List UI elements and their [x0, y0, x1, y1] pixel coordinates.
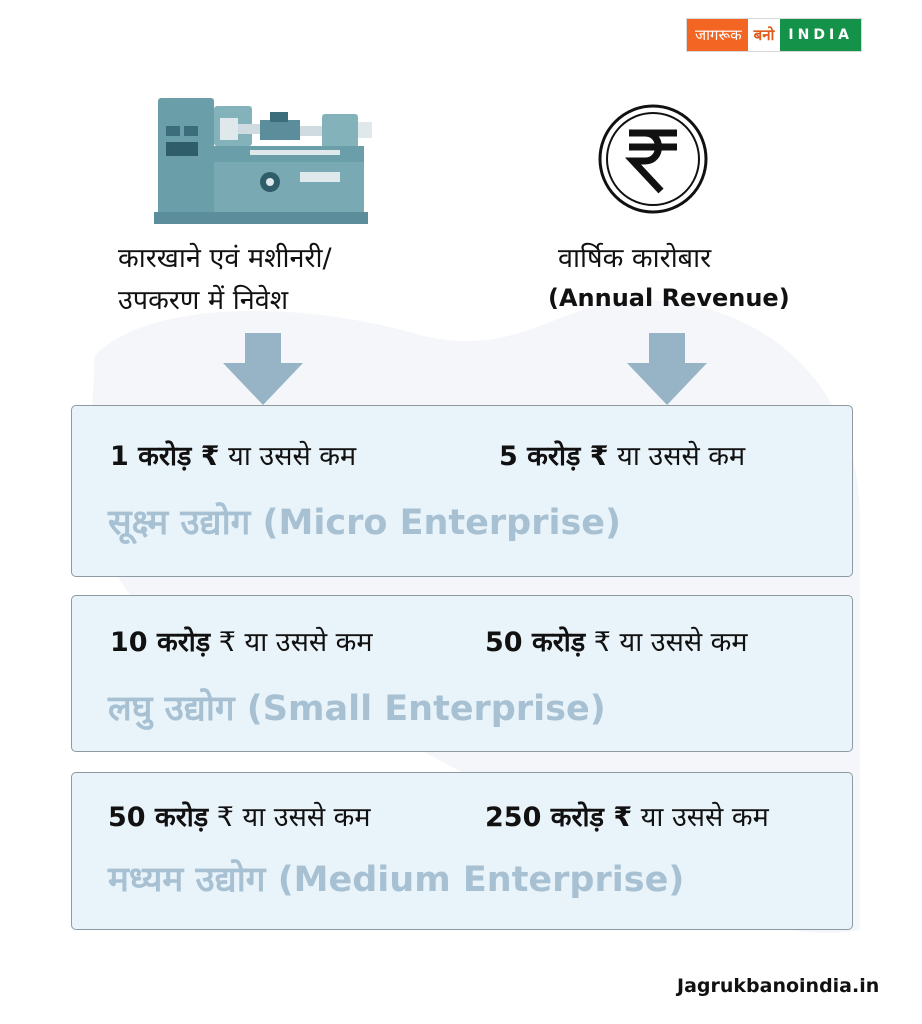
revenue-limit: 250 करोड़ ₹ या उससे कम [485, 802, 769, 833]
rupee-coin-icon [598, 104, 708, 214]
investment-limit: 1 करोड़ ₹ या उससे कम [110, 441, 357, 472]
revenue-header: वार्षिक कारोबार [558, 243, 712, 274]
lathe-machine-icon [154, 98, 372, 224]
revenue-limit: 50 करोड़ ₹ या उससे कम [485, 627, 748, 658]
tier-card-micro: 1 करोड़ ₹ या उससे कम 5 करोड़ ₹ या उससे क… [71, 405, 853, 577]
investment-header-line2: उपकरण में निवेश [118, 285, 289, 316]
investment-limit: 50 करोड़ ₹ या उससे कम [108, 802, 371, 833]
down-arrow-icon [223, 333, 303, 405]
investment-header: कारखाने एवं मशीनरी/ उपकरण में निवेश [118, 238, 438, 322]
logo-part-3: INDIA [780, 19, 862, 51]
footer-site: Jagrukbanoindia.in [677, 975, 880, 997]
logo-part-2: बनो [747, 19, 781, 51]
tier-name: सूक्ष्म उद्योग (Micro Enterprise) [108, 503, 622, 543]
logo-part-1: जागरूक [687, 19, 748, 51]
tier-name: लघु उद्योग (Small Enterprise) [108, 689, 606, 729]
brand-logo: जागरूक बनो INDIA [686, 18, 863, 52]
tier-card-small: 10 करोड़ ₹ या उससे कम 50 करोड़ ₹ या उससे… [71, 595, 853, 752]
investment-limit: 10 करोड़ ₹ या उससे कम [110, 627, 373, 658]
tier-card-medium: 50 करोड़ ₹ या उससे कम 250 करोड़ ₹ या उसस… [71, 772, 853, 930]
tier-name: मध्यम उद्योग (Medium Enterprise) [108, 860, 685, 900]
revenue-limit: 5 करोड़ ₹ या उससे कम [499, 441, 746, 472]
investment-header-line1: कारखाने एवं मशीनरी/ [118, 243, 332, 274]
down-arrow-icon [627, 333, 707, 405]
revenue-header-english: (Annual Revenue) [548, 284, 790, 312]
